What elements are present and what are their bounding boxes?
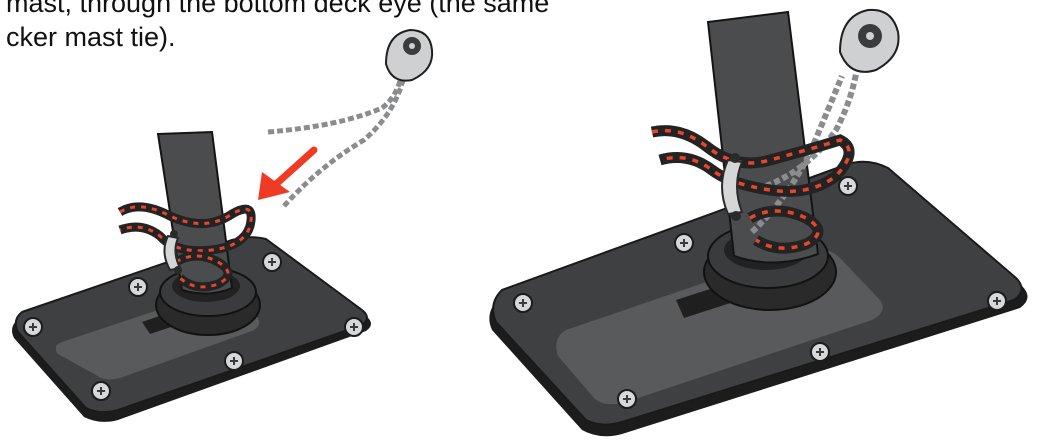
left-mast-tie — [117, 202, 256, 292]
screw-icon — [23, 317, 43, 337]
right-mast-tie — [650, 125, 855, 254]
screw-icon — [91, 381, 111, 401]
screw-icon — [513, 293, 533, 313]
screw-icon — [810, 342, 830, 362]
screw-icon — [674, 233, 694, 253]
screw-icon — [128, 277, 148, 297]
right-step — [489, 8, 1028, 437]
left-step — [12, 28, 434, 422]
screw-icon — [838, 176, 858, 196]
left-pulley-block — [384, 28, 434, 82]
screw-icon — [344, 317, 364, 337]
left-loose-rope — [267, 28, 434, 208]
screw-icon — [262, 252, 282, 272]
screw-icon — [617, 389, 637, 409]
instruction-line-1: mast, through the bottom deck eye (the s… — [6, 0, 550, 18]
red-arrow-icon — [258, 146, 318, 200]
instruction-text: mast, through the bottom deck eye (the s… — [0, 0, 549, 102]
instruction-line-2: cker mast tie). — [6, 22, 176, 52]
screw-icon — [224, 351, 244, 371]
screw-icon — [987, 291, 1007, 311]
right-pulley-block — [838, 8, 900, 73]
